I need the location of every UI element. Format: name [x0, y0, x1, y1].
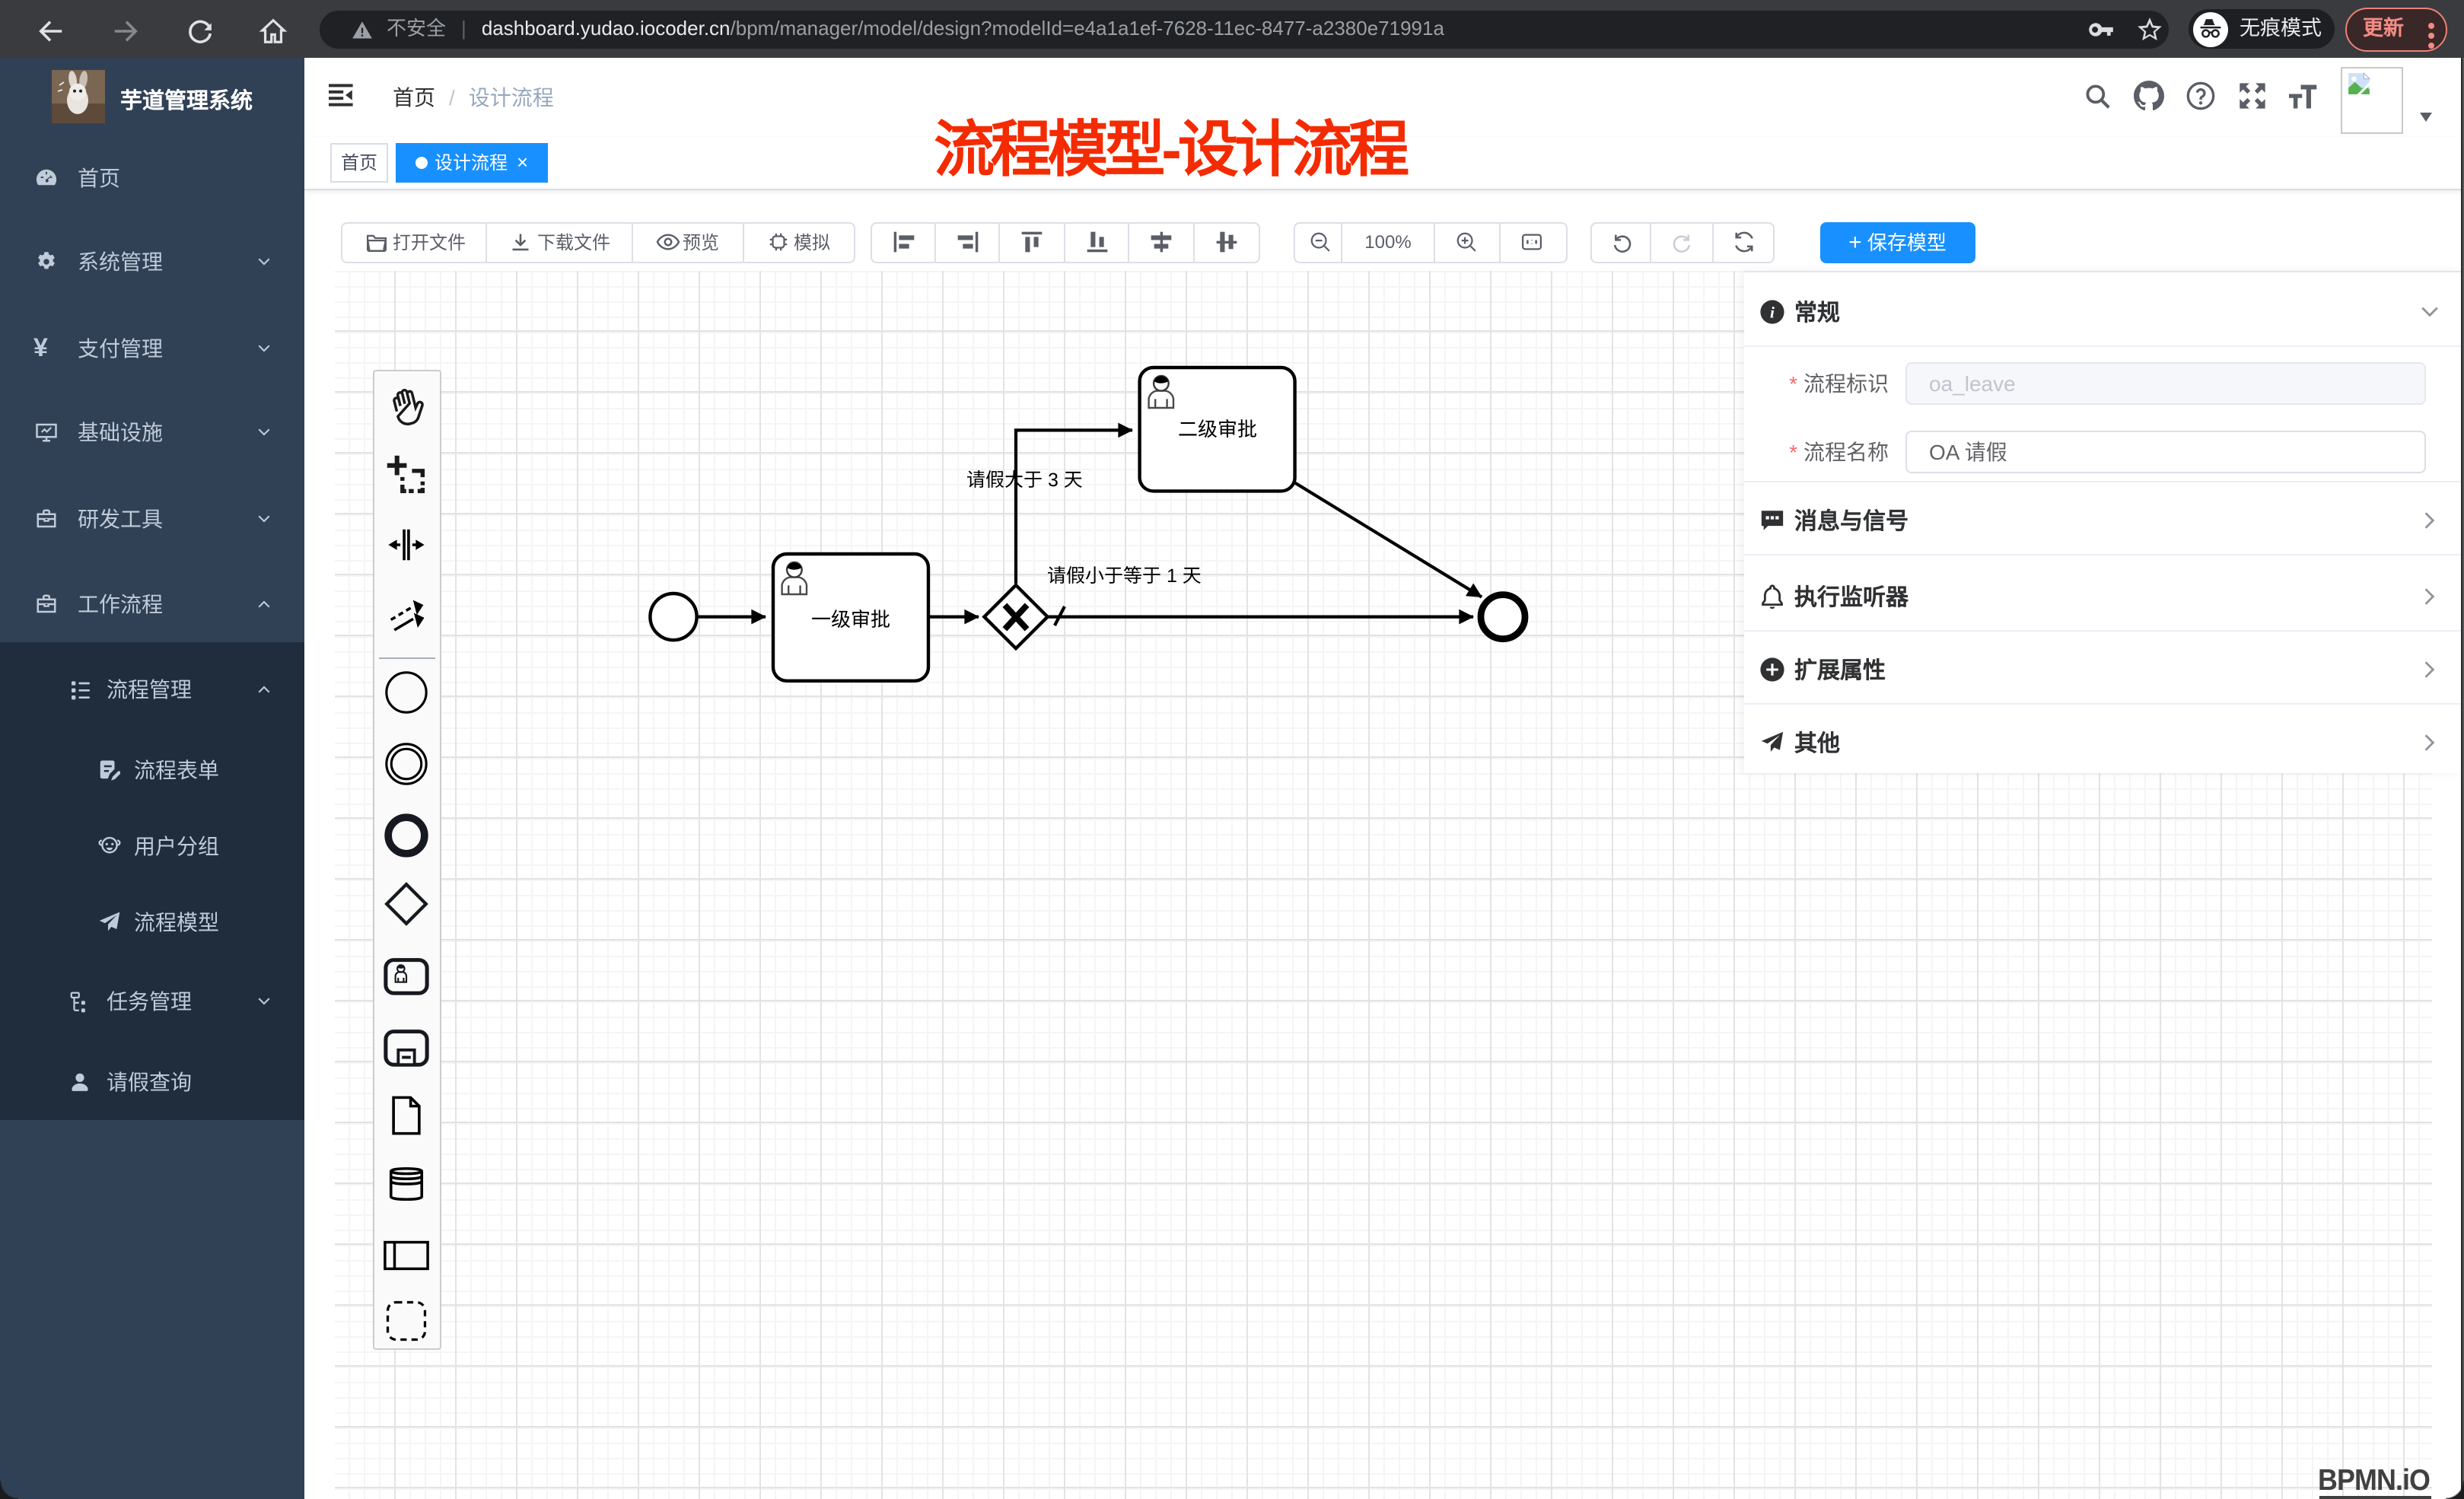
svg-text:请假小于等于 1 天: 请假小于等于 1 天 [1046, 565, 1202, 587]
svg-text:一级审批: 一级审批 [810, 608, 890, 631]
svg-text:请假大于 3 天: 请假大于 3 天 [966, 469, 1083, 491]
svg-text:i: i [1770, 302, 1775, 320]
svg-text:二级审批: 二级审批 [1177, 418, 1256, 441]
